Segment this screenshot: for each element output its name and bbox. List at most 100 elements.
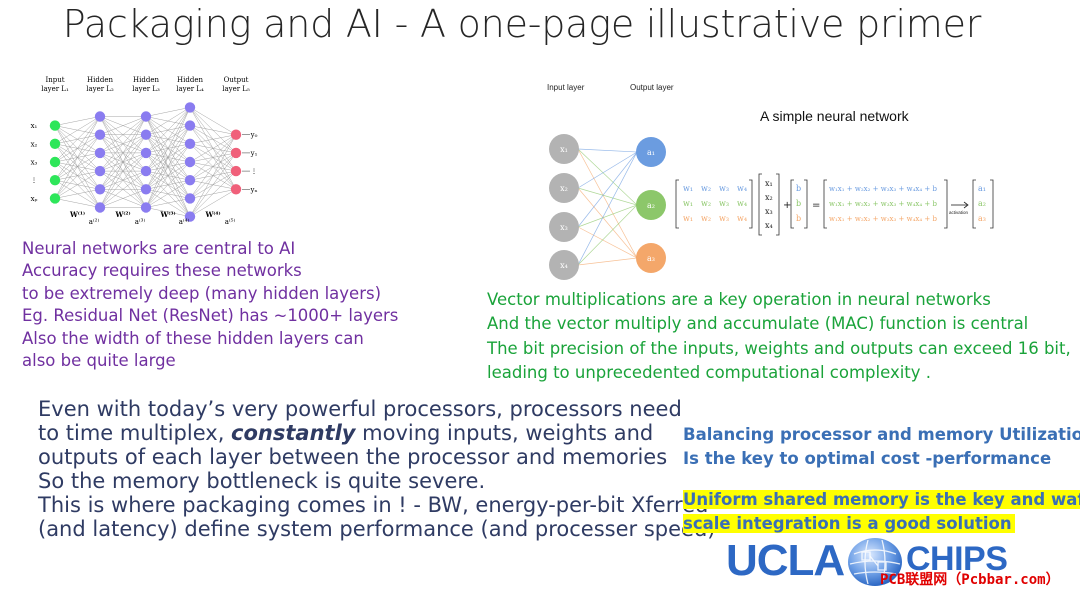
layer-label: layer L₄	[176, 85, 204, 93]
connection-line	[145, 198, 191, 208]
plus-sign: +	[783, 200, 791, 211]
connection-line	[54, 116, 101, 181]
layer-label: layer L₅	[222, 85, 250, 93]
neuron-node	[184, 138, 196, 149]
neuron-node	[94, 111, 106, 122]
connection-line	[189, 125, 237, 135]
weight-cell: w₃	[719, 214, 729, 223]
connection-line	[54, 116, 101, 126]
connection-line	[54, 116, 101, 199]
matrix-bracket	[749, 179, 753, 229]
neuron-node	[184, 102, 196, 113]
highlighted-text: Uniform shared memory is the key and waf…	[683, 490, 1080, 509]
emphasis-word: constantly	[231, 421, 356, 445]
connection-line	[145, 107, 191, 154]
matrix-bracket	[944, 179, 948, 229]
connection-line	[577, 151, 638, 228]
neuron-node	[230, 147, 242, 159]
connection-line	[145, 161, 191, 208]
equals-sign: =	[812, 200, 820, 211]
bottom-line: This is where packaging comes in ! - BW,…	[38, 493, 709, 517]
connection-line	[145, 107, 191, 172]
connection-line	[99, 116, 147, 208]
input-node-label: x₄	[560, 261, 568, 270]
input-node-label: x₃	[560, 223, 568, 232]
result-row: w₁x₁ + w₂x₂ + w₃x₃ + w₄x₄ + b	[829, 200, 937, 208]
result-row: w₁x₁ + w₂x₂ + w₃x₃ + w₄x₄ + b	[829, 185, 937, 193]
layer-label: layer L₂	[86, 85, 114, 93]
connection-line	[189, 134, 237, 199]
connection-line	[577, 257, 638, 266]
connection-line	[145, 143, 191, 208]
matrix-bracket	[758, 173, 762, 236]
blue-line: Balancing processor and memory Utilizati…	[683, 425, 1080, 444]
x-vector-cell: x₂	[765, 193, 773, 202]
weight-label: W⁽³⁾	[159, 210, 175, 219]
green-line: leading to unprecedented computational c…	[487, 363, 932, 383]
neuron-node	[230, 184, 242, 195]
output-label: yₙ	[250, 186, 258, 194]
page-title: Packaging and AI - A one-page illustrati…	[62, 2, 982, 46]
output-layer-header: Output layer	[630, 83, 674, 92]
neuron-node	[140, 129, 152, 140]
neuron-node	[94, 202, 106, 213]
chips-globe-icon	[848, 538, 902, 586]
memory-bottleneck-paragraph: Even with today’s very powerful processo…	[38, 397, 715, 541]
connection-line	[577, 148, 638, 259]
layer-label: Input	[45, 76, 64, 84]
connection-line	[189, 134, 237, 181]
activation-label: a⁽⁵⁾	[225, 217, 236, 226]
bottom-line-part: moving inputs, weights and	[355, 421, 654, 445]
matrix-bracket	[972, 179, 976, 229]
bottom-line: Even with today’s very powerful processo…	[38, 397, 682, 421]
output-vector-cell: a₁	[978, 184, 986, 193]
bottom-line-part: to time multiplex,	[38, 421, 232, 445]
bottom-line: outputs of each layer between the proces…	[38, 445, 668, 469]
input-label: x₂	[31, 140, 38, 148]
input-label: x₁	[31, 122, 38, 130]
input-node	[549, 134, 579, 164]
input-label: xₚ	[31, 195, 38, 203]
weight-label: W⁽⁴⁾	[204, 210, 220, 219]
matrix-bracket	[776, 173, 780, 236]
neuron-node	[49, 138, 61, 149]
output-node-label: a₃	[647, 254, 655, 263]
connection-line	[577, 151, 638, 266]
x-vector-cell: x₄	[765, 221, 773, 230]
purple-line: also be quite large	[22, 351, 176, 371]
neuron-node	[184, 120, 196, 131]
neuron-node	[94, 147, 106, 159]
x-vector-cell: x₃	[765, 207, 773, 216]
connection-line	[54, 170, 101, 199]
watermark: PCB联盟网（Pcbbar.com）	[880, 572, 1060, 588]
connection-line	[145, 180, 191, 208]
connection-line	[99, 116, 147, 135]
connection-line	[54, 189, 101, 199]
bottom-line: to time multiplex, constantly moving inp…	[38, 421, 715, 445]
purple-line: to be extremely deep (many hidden layers…	[22, 283, 382, 303]
output-node	[636, 137, 666, 167]
output-label: y₁	[250, 149, 258, 157]
layer-label: layer L₁	[41, 85, 69, 93]
neuron-node	[184, 175, 196, 186]
bias-cell: b	[796, 199, 801, 208]
neuron-node	[49, 120, 61, 131]
result-row: w₁x₁ + w₂x₂ + w₃x₃ + w₄x₄ + b	[829, 215, 937, 223]
connection-line	[99, 116, 147, 154]
connection-line	[145, 107, 191, 135]
output-label: ⋮	[251, 168, 258, 176]
output-vector-cell: a₃	[978, 214, 986, 223]
matrix-bracket	[990, 179, 994, 229]
connection-line	[189, 134, 237, 163]
purple-line: Neural networks are central to AI	[22, 239, 296, 258]
weight-cell: w₁	[683, 214, 693, 223]
neuron-node	[230, 165, 242, 177]
activation-label: activation	[949, 210, 969, 215]
weight-cell: w₃	[719, 199, 729, 208]
output-label: y₀	[250, 131, 258, 139]
blue-line: Is the key to optimal cost -performance	[683, 448, 1052, 468]
connection-line	[54, 134, 101, 199]
connection-line	[54, 198, 101, 208]
connection-line	[189, 170, 237, 217]
